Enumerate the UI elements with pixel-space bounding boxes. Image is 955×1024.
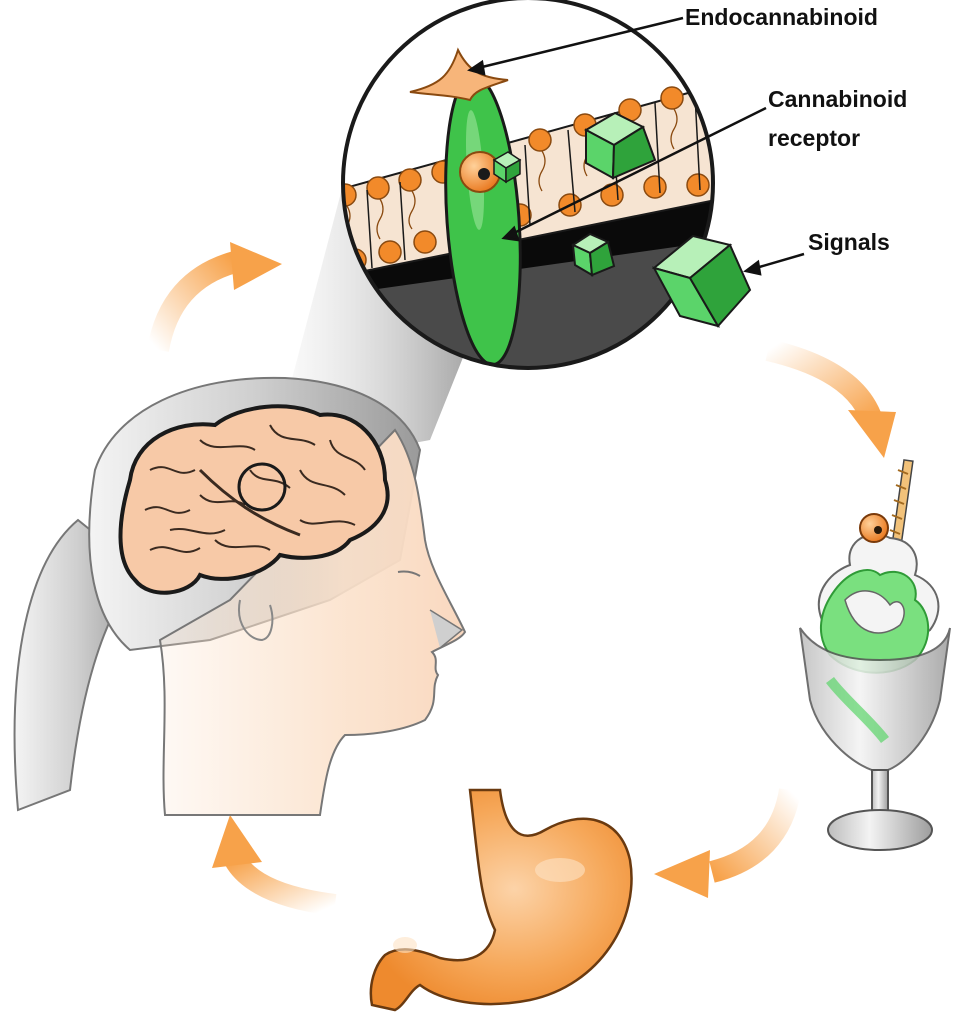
- face: [158, 428, 467, 816]
- brain: [118, 404, 390, 595]
- ear: [238, 599, 274, 642]
- cycle-arrow-brain-to-zoom: [147, 242, 282, 353]
- cycle-arrow-zoom-to-dessert: [765, 339, 896, 458]
- ice-cream-sundae: [799, 459, 951, 851]
- signals-label: Signals: [808, 229, 890, 255]
- stomach: [369, 788, 633, 1012]
- cannabinoid-receptor-label-line1: Cannabinoid: [768, 86, 908, 112]
- signal-cube-1: [583, 111, 657, 180]
- cannabinoid-receptor-label-line2: receptor: [768, 125, 861, 151]
- glass-bowl: [799, 627, 951, 774]
- signal-cube-bound: [492, 151, 522, 184]
- cycle-arrow-dessert-to-stomach: [654, 787, 801, 898]
- nose: [429, 609, 464, 649]
- glass-base: [827, 809, 933, 851]
- brain-focus-circle: [237, 462, 287, 512]
- label-pointers: [467, 16, 805, 276]
- endocannabinoid-molecule: [409, 47, 509, 102]
- cycle-arrow-stomach-to-brain: [212, 815, 337, 916]
- signal-cube-2: [570, 232, 616, 277]
- signal-cube-3: [651, 234, 752, 328]
- eye: [397, 570, 421, 577]
- endocannabinoid-label: Endocannabinoid: [685, 4, 878, 30]
- cherry: [859, 513, 889, 543]
